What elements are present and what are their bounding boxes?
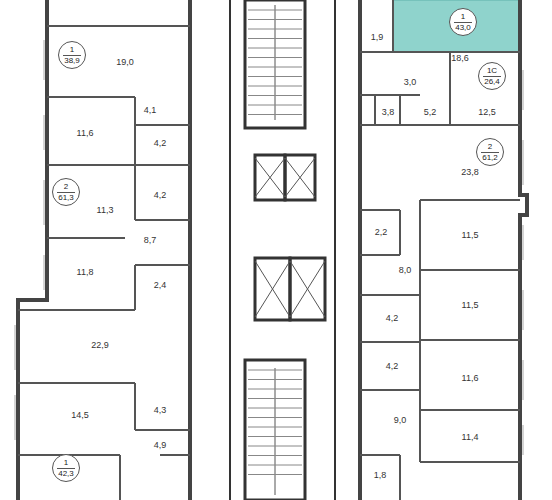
apartment-number: 1: [57, 459, 75, 469]
room-area: 8,7: [144, 236, 157, 245]
apartment-badge: 142,3: [52, 454, 80, 482]
room-area: 4,3: [154, 406, 167, 415]
room-area: 23,8: [461, 168, 479, 177]
room-area: 2,4: [154, 281, 167, 290]
room-area: 11,5: [462, 301, 479, 310]
apartment-badge: 261,3: [52, 178, 80, 206]
room-area: 1,9: [371, 33, 384, 42]
room-area: 9,0: [394, 416, 407, 425]
room-area: 4,2: [386, 362, 399, 371]
apartment-badge: 143,0: [449, 8, 477, 36]
room-area: 4,2: [154, 139, 167, 148]
room-area: 11,6: [462, 374, 479, 383]
apartment-area: 38,9: [64, 56, 80, 65]
apartment-number: 1С: [483, 67, 501, 77]
apartment-area: 42,3: [58, 469, 74, 478]
apartment-number: 2: [481, 143, 499, 153]
room-area: 2,2: [375, 228, 388, 237]
room-area: 19,0: [116, 58, 134, 67]
apartment-number: 1: [454, 13, 472, 23]
apartment-badge: 261,2: [476, 138, 504, 166]
room-area: 11,3: [97, 206, 114, 215]
room-area: 4,2: [154, 191, 167, 200]
room-area: 5,2: [424, 108, 437, 117]
apartment-number: 1: [63, 46, 81, 56]
apartment-area: 43,0: [455, 23, 471, 32]
room-area: 12,5: [478, 108, 496, 117]
room-area: 4,1: [144, 106, 157, 115]
room-area: 3,0: [404, 78, 417, 87]
room-area: 3,8: [382, 108, 395, 117]
apartment-badge: 138,9: [58, 41, 86, 69]
apartment-area: 61,2: [482, 153, 498, 162]
room-area: 22,9: [91, 341, 109, 350]
apartment-area: 26,4: [484, 77, 500, 86]
apartment-badge: 1С26,4: [478, 62, 506, 90]
room-area: 11,4: [462, 433, 479, 442]
room-area: 4,2: [386, 314, 399, 323]
room-area: 11,6: [77, 129, 94, 138]
apartment-number: 2: [57, 183, 75, 193]
room-area: 8,0: [399, 266, 412, 275]
room-area: 11,5: [462, 231, 479, 240]
room-area: 14,5: [71, 411, 89, 420]
room-area: 4,9: [154, 441, 167, 450]
apartment-area: 61,3: [58, 193, 74, 202]
room-area: 1,8: [374, 471, 387, 480]
room-area: 18,6: [451, 54, 469, 63]
room-area: 11,8: [77, 268, 94, 277]
